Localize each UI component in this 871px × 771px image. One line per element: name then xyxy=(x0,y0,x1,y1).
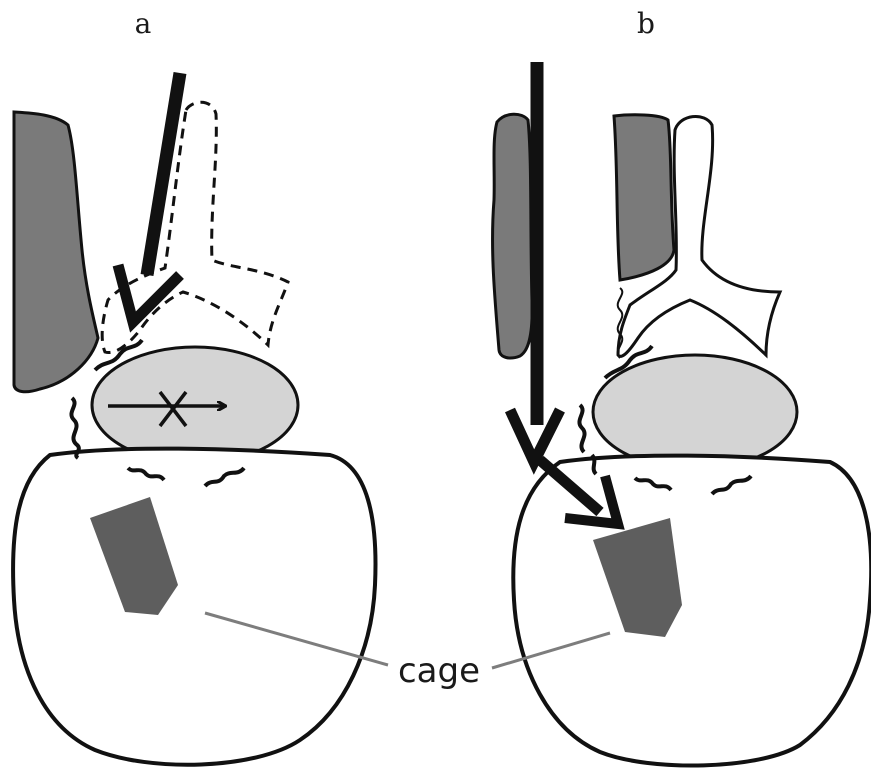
vertebral-body-a xyxy=(13,449,375,765)
bone-fragment-b-right xyxy=(614,115,674,280)
vertebral-body-b xyxy=(513,456,871,766)
panel-a-label: a xyxy=(135,7,152,40)
panel-a: a xyxy=(13,7,375,765)
disc-ellipse-b xyxy=(593,355,797,469)
bone-fragment-b-left xyxy=(493,114,533,358)
panel-b-label: b xyxy=(637,7,655,40)
bone-fragment-a xyxy=(14,112,98,392)
cage-label: cage xyxy=(398,651,480,691)
approach-arrow-a xyxy=(147,73,180,275)
